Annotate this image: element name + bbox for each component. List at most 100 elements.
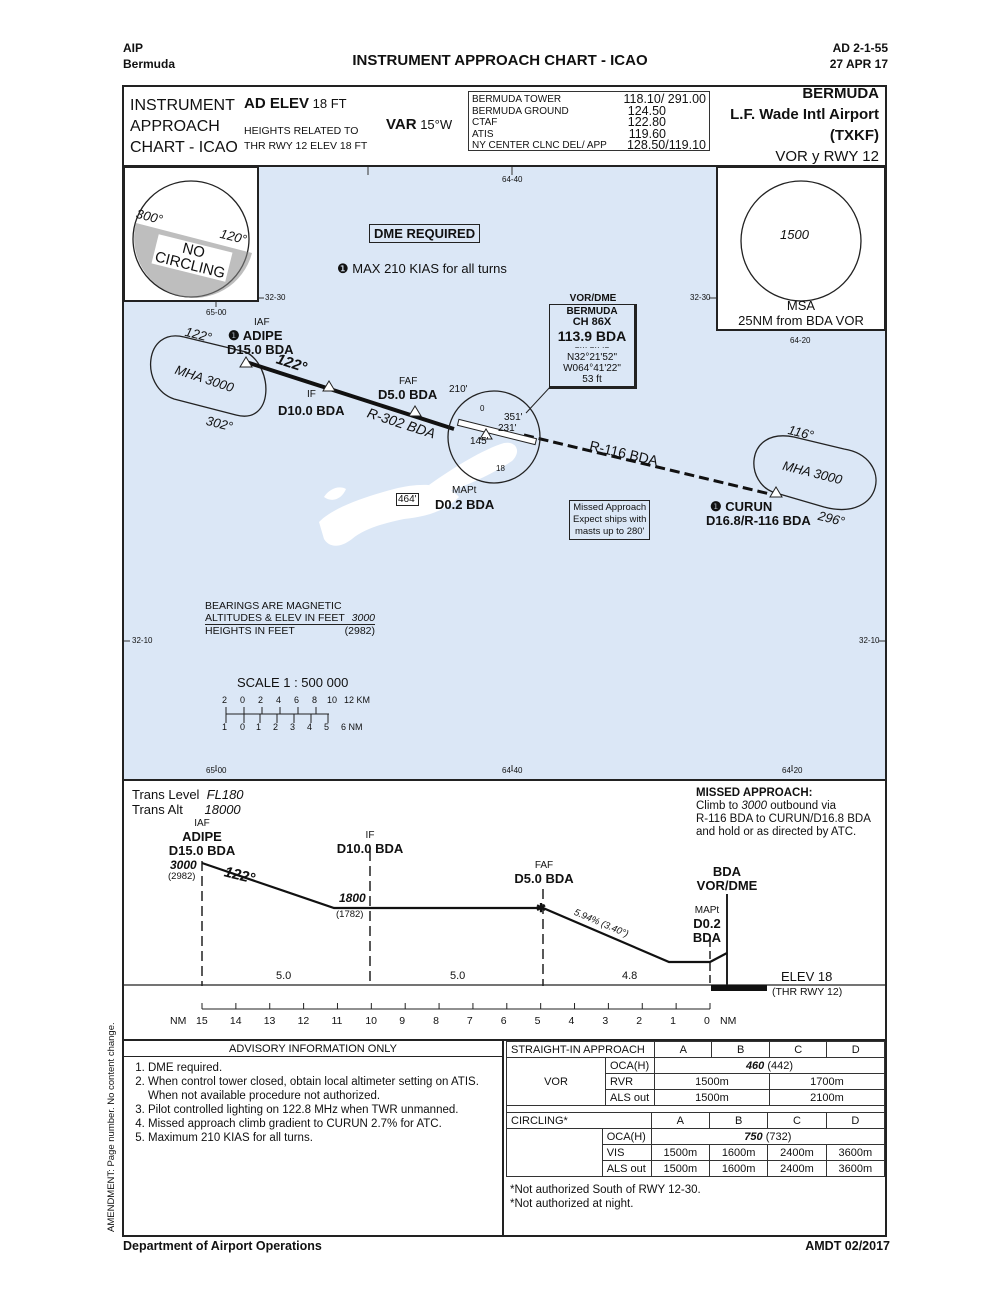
minima-section: ADVISORY INFORMATION ONLY DME required. … — [124, 1039, 886, 1237]
als-cd: 2100m — [768, 1089, 886, 1106]
advisory-list: DME required. When control tower closed,… — [124, 1061, 502, 1145]
profile-if-height: (1782) — [336, 909, 364, 920]
freq-value: 119.60 — [628, 126, 666, 141]
country-label: Bermuda — [123, 57, 176, 71]
profile-mapt-role: MAPt — [694, 905, 720, 916]
chart-legend: BEARINGS ARE MAGNETIC ALTITUDES & ELEV I… — [205, 600, 375, 637]
grid-label-64-20-top: 64-20 — [790, 336, 811, 345]
profile-vor-type: VOR/DME — [696, 878, 758, 893]
nm-scale-tick-label: 5 — [534, 1015, 541, 1027]
nm-scale-tick-label: 9 — [399, 1015, 406, 1027]
vor-info-box: VOR/DME BERMUDA CH 86X 113.9 BDA −··· −·… — [549, 293, 637, 389]
iaf-distance: D15.0 BDA — [227, 342, 294, 357]
als-value: 1500m — [650, 1160, 710, 1177]
segment-distance-2: 5.0 — [450, 970, 466, 982]
vor-elevation: 53 ft — [582, 374, 602, 385]
km-tick: 2 — [258, 695, 264, 705]
ad-elev-label: AD ELEV — [244, 95, 310, 112]
frequency-row: ATIS 119.60 — [472, 126, 706, 141]
cat-header: A — [653, 1041, 713, 1058]
chart-frame — [122, 85, 887, 1237]
vor-name: BERMUDA — [566, 306, 618, 317]
freq-name: ATIS — [472, 128, 494, 140]
nm-scale-tick-label: 1 — [670, 1015, 676, 1027]
nm-scale-tick-label: 10 — [365, 1015, 378, 1027]
circling-header: CIRCLING* — [506, 1112, 652, 1129]
scale-bar — [225, 707, 329, 723]
circling-oca: 750 (732) — [650, 1128, 886, 1145]
segment-distance-1: 5.0 — [276, 970, 292, 982]
obstacle-464: 464' — [396, 493, 419, 506]
footer-authority: Department of Airport Operations — [123, 1239, 322, 1253]
effective-date: 27 APR 17 — [829, 57, 888, 71]
obstacle-351: 351' — [504, 412, 523, 423]
advisory-item: Maximum 210 KIAS for all turns. — [148, 1131, 502, 1145]
cat-header: B — [711, 1041, 770, 1058]
oca-label: OCA(H) — [605, 1057, 655, 1074]
nm-scale-tick-label: 7 — [466, 1015, 473, 1027]
oca-label: OCA(H) — [601, 1128, 652, 1145]
nm-tick: 2 — [273, 722, 279, 732]
page-header-left: AIP Bermuda — [123, 40, 175, 72]
curun-name-text: CURUN — [725, 499, 773, 514]
note-marker-icon: ❶ — [710, 499, 722, 514]
nm-scale-tick-label: 4 — [568, 1015, 575, 1027]
grid-label-65-00-bottom: 65-00 — [206, 766, 227, 775]
missed-note-line: Expect ships with — [573, 514, 647, 525]
grid-label-32-30-left: 32-30 — [265, 293, 286, 302]
msa-altitude: 1500 — [780, 227, 809, 242]
als-value: 3600m — [825, 1160, 886, 1177]
missed-line: R-116 BDA to CURUN/D16.8 BDA — [696, 813, 871, 825]
advisory-title: ADVISORY INFORMATION ONLY — [124, 1041, 502, 1057]
legend-line: BEARINGS ARE MAGNETIC — [205, 600, 342, 612]
footer-amendment: AMDT 02/2017 — [805, 1239, 890, 1253]
iaf-name-text: ADIPE — [242, 328, 283, 343]
grid-label-64-40-top: 64-40 — [502, 175, 523, 184]
missed-line: Climb to — [696, 800, 739, 812]
oca-altitude: 750 — [744, 1130, 763, 1143]
airport-name: L.F. Wade Intl Airport — [730, 106, 879, 123]
grid-label-64-20-bottom: 64-20 — [782, 766, 803, 775]
faf-fix-triangle — [408, 405, 422, 417]
missed-note-line: masts up to 280' — [574, 526, 645, 537]
nm-tick: 4 — [307, 722, 313, 732]
legend-line: ALTITUDES & ELEV IN FEET — [205, 612, 345, 624]
heights-reference: HEIGHTS RELATED TO THR RWY 12 ELEV 18 FT — [244, 124, 367, 154]
als-ab: 1500m — [654, 1089, 770, 1106]
nm-tick: 1 — [222, 722, 228, 732]
transition-info: Trans Level FL180 Trans Alt 18000 — [132, 787, 244, 817]
vor-latitude: N32°21'52" — [566, 352, 618, 363]
profile-iaf-altitude: 3000 — [170, 858, 197, 872]
west-holding-pattern — [150, 335, 267, 417]
oca-height: (442) — [767, 1059, 794, 1072]
scale-title: SCALE 1 : 500 000 — [237, 675, 349, 690]
iaf-role-label: IAF — [254, 317, 270, 328]
nm-tick: 0 — [240, 722, 246, 732]
freq-name: CTAF — [472, 117, 498, 128]
profile-if-distance: D10.0 BDA — [336, 841, 404, 856]
profile-faf-distance: D5.0 BDA — [514, 871, 574, 886]
ad-elev-value: 18 FT — [312, 96, 347, 111]
vis-label: VIS — [601, 1144, 652, 1161]
legend-example: 3000 — [351, 612, 375, 624]
magnetic-variation: VAR 15°W — [386, 116, 452, 133]
profile-vor-ident: BDA — [712, 864, 742, 879]
procedure-name: VOR y RWY 12 — [775, 148, 879, 165]
freq-name: NY CENTER CLNC DEL/ APP — [472, 140, 607, 151]
advisory-item: When control tower closed, obtain local … — [148, 1075, 502, 1103]
vor-frequency: 113.9 BDA — [557, 328, 627, 344]
advisory-item: Pilot controlled lighting on 122.8 MHz w… — [148, 1103, 502, 1117]
als-label: ALS out — [605, 1089, 655, 1106]
profile-if-altitude: 1800 — [339, 891, 366, 905]
if-fix-triangle — [322, 380, 336, 392]
cat-header: D — [825, 1112, 886, 1129]
iaf-name: ❶ ADIPE — [228, 328, 283, 344]
runway-threshold-bar — [711, 985, 767, 991]
missed-approach-instructions: MISSED APPROACH: Climb to 3000 outbound … — [696, 787, 871, 839]
vor-compass-rose — [447, 390, 541, 484]
missed-approach-note: Missed Approach Expect ships with masts … — [569, 500, 651, 540]
profile-vor-label: BDA VOR/DME — [677, 865, 777, 893]
